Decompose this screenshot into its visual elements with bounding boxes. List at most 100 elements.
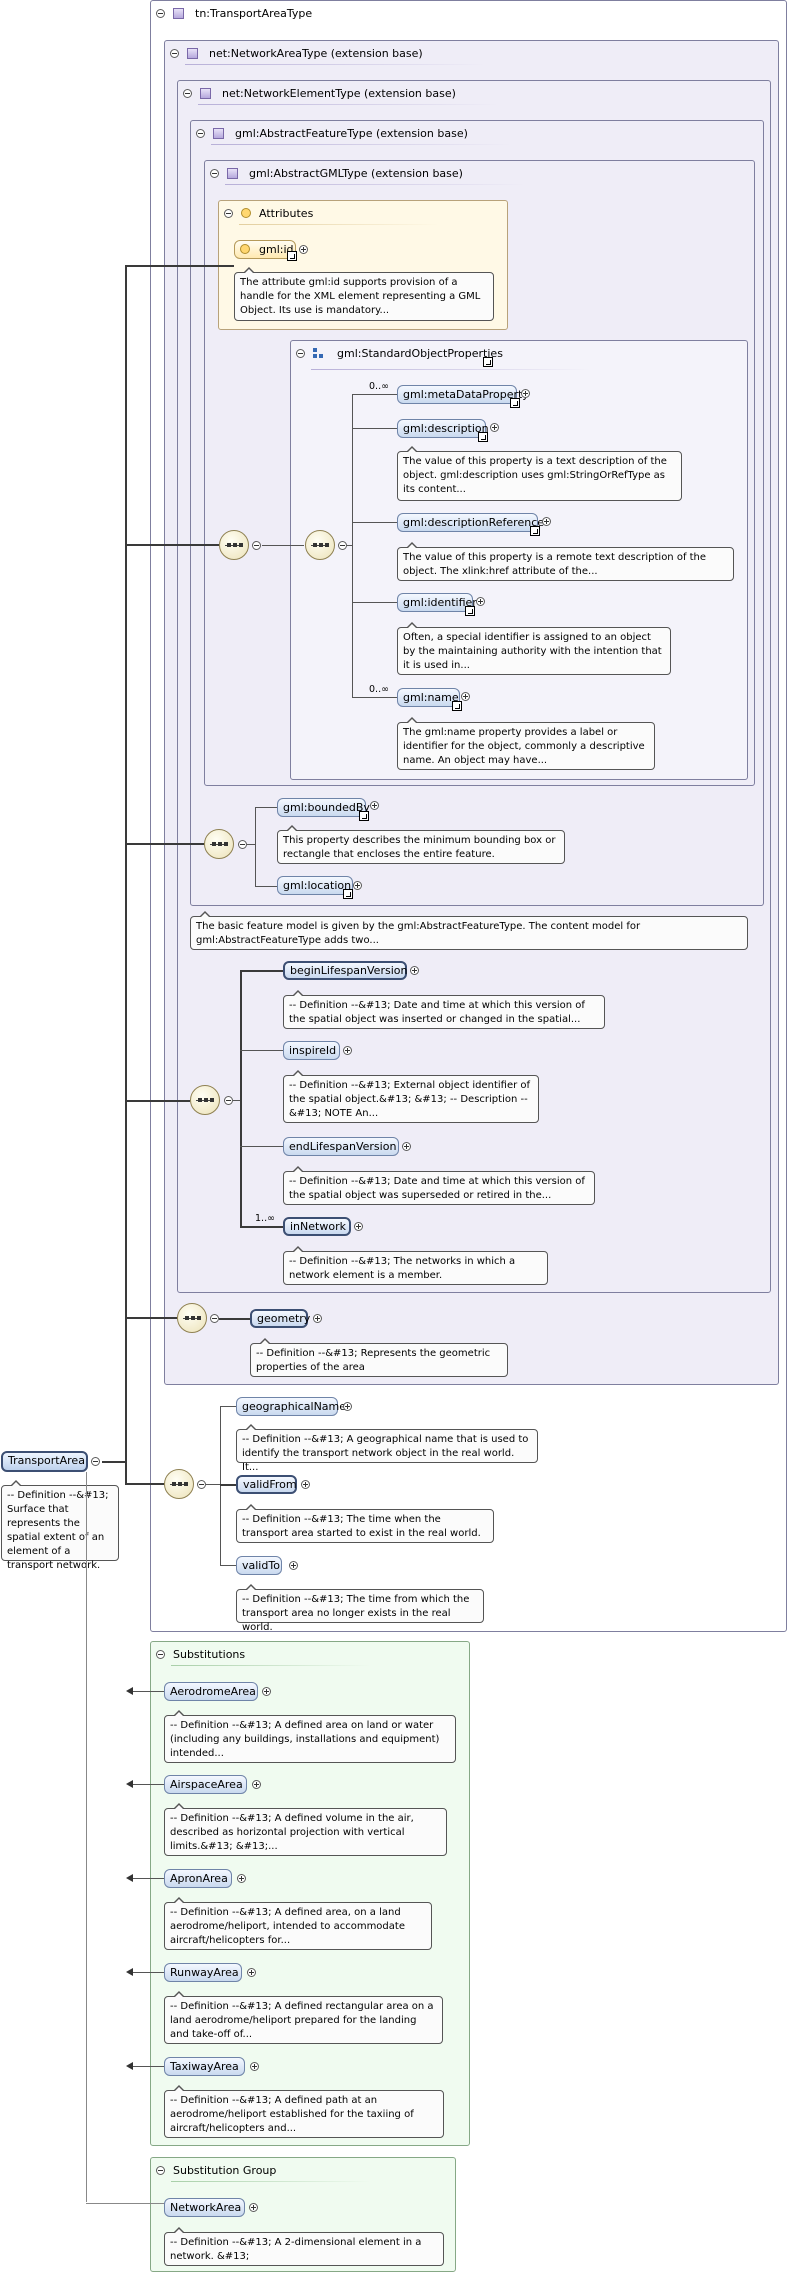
- expand-icon[interactable]: [542, 517, 551, 526]
- collapse-icon[interactable]: [170, 49, 179, 58]
- expand-icon[interactable]: [247, 1968, 256, 1977]
- complex-type-icon: [187, 48, 198, 59]
- runwayarea-element[interactable]: RunwayArea: [164, 1963, 242, 1982]
- taxiwayarea-element[interactable]: TaxiwayArea: [164, 2057, 245, 2076]
- collapse-icon[interactable]: [224, 1096, 233, 1105]
- innetwork-description: -- Definition --&#13; The networks in wh…: [283, 1246, 548, 1285]
- endlifespanversion-element[interactable]: endLifespanVersion: [283, 1137, 399, 1156]
- gml-name-element[interactable]: gml:name: [397, 688, 460, 707]
- aerodromearea-description: -- Definition --&#13; A defined area on …: [164, 1710, 456, 1763]
- expand-icon[interactable]: [313, 1314, 322, 1323]
- group-icon: [313, 348, 324, 359]
- gml-description-description: The value of this property is a text des…: [397, 446, 682, 501]
- abstract-feature-description: The basic feature model is given by the …: [190, 911, 748, 950]
- expand-icon[interactable]: [250, 2062, 259, 2071]
- geographicalname-description: -- Definition --&#13; A geographical nam…: [236, 1424, 538, 1473]
- substitutions-title: Substitutions: [173, 1648, 246, 1661]
- networkarea-element[interactable]: NetworkArea: [164, 2198, 245, 2217]
- innetwork-element[interactable]: inNetwork: [283, 1217, 351, 1236]
- expand-icon[interactable]: [252, 1780, 261, 1789]
- collapse-icon[interactable]: [197, 1480, 206, 1489]
- gml-boundedby-element[interactable]: gml:boundedBy: [277, 798, 370, 817]
- collapse-icon[interactable]: [252, 541, 261, 550]
- gml-description-element[interactable]: gml:description: [397, 419, 489, 438]
- link-arrow-icon[interactable]: [452, 701, 462, 711]
- gml-id-description: The attribute gml:id supports provision …: [234, 267, 494, 321]
- link-arrow-icon[interactable]: [483, 357, 493, 367]
- arrow-icon: [126, 1874, 133, 1882]
- inspireid-element[interactable]: inspireId: [283, 1041, 340, 1060]
- expand-icon[interactable]: [370, 801, 379, 810]
- gml-descriptionreference-element[interactable]: gml:descriptionReference: [397, 513, 544, 532]
- collapse-icon[interactable]: [156, 1650, 165, 1659]
- collapse-icon[interactable]: [183, 89, 192, 98]
- expand-icon[interactable]: [262, 1687, 271, 1696]
- collapse-icon[interactable]: [156, 2166, 165, 2175]
- gml-identifier-description: Often, a special identifier is assigned …: [397, 622, 671, 675]
- collapse-icon[interactable]: [156, 9, 165, 18]
- substitution-group-title: Substitution Group: [173, 2164, 277, 2177]
- complex-type-icon: [200, 88, 211, 99]
- expand-icon[interactable]: [410, 966, 419, 975]
- validfrom-element[interactable]: validFrom: [236, 1475, 297, 1494]
- gml-id-attribute[interactable]: gml:id: [234, 240, 296, 259]
- link-arrow-icon[interactable]: [478, 432, 488, 442]
- airspacearea-description: -- Definition --&#13; A defined volume i…: [164, 1803, 447, 1856]
- expand-icon[interactable]: [353, 881, 362, 890]
- link-arrow-icon[interactable]: [465, 606, 475, 616]
- validto-description: -- Definition --&#13; The time from whic…: [236, 1584, 484, 1633]
- endlifespanversion-description: -- Definition --&#13; Date and time at w…: [283, 1166, 595, 1205]
- cardinality: 0..∞: [369, 684, 389, 695]
- expand-icon[interactable]: [402, 1142, 411, 1151]
- beginlifespanversion-description: -- Definition --&#13; Date and time at w…: [283, 990, 605, 1029]
- gml-identifier-element[interactable]: gml:identifier: [397, 593, 477, 612]
- expand-icon[interactable]: [461, 692, 470, 701]
- expand-icon[interactable]: [301, 1480, 310, 1489]
- geographicalname-element[interactable]: geographicalName: [236, 1397, 346, 1416]
- sequence-icon: [305, 530, 335, 560]
- collapse-icon[interactable]: [338, 541, 347, 550]
- box-title: gml:StandardObjectProperties: [337, 347, 503, 360]
- transportarea-root-description: -- Definition --&#13; Surface that repre…: [1, 1480, 119, 1571]
- collapse-icon[interactable]: [210, 169, 219, 178]
- cardinality: 1..∞: [255, 1213, 275, 1224]
- expand-icon[interactable]: [237, 1874, 246, 1883]
- geometry-element[interactable]: geometry: [250, 1309, 310, 1328]
- collapse-icon[interactable]: [210, 1314, 219, 1323]
- collapse-icon[interactable]: [91, 1457, 100, 1466]
- gml-metadataproperty-element[interactable]: gml:metaDataProperty: [397, 385, 529, 404]
- airspacearea-element[interactable]: AirspaceArea: [164, 1775, 247, 1794]
- validto-element[interactable]: validTo: [236, 1556, 282, 1575]
- expand-icon[interactable]: [249, 2203, 258, 2212]
- expand-icon[interactable]: [521, 389, 530, 398]
- expand-icon[interactable]: [343, 1046, 352, 1055]
- geometry-description: -- Definition --&#13; Represents the geo…: [250, 1338, 508, 1377]
- expand-icon[interactable]: [490, 423, 499, 432]
- expand-icon[interactable]: [354, 1222, 363, 1231]
- runwayarea-description: -- Definition --&#13; A defined rectangu…: [164, 1991, 443, 2044]
- beginlifespanversion-element[interactable]: beginLifespanVersion: [283, 961, 407, 980]
- link-arrow-icon[interactable]: [530, 526, 540, 536]
- sequence-icon: [190, 1085, 220, 1115]
- expand-icon[interactable]: [289, 1561, 298, 1570]
- aerodromearea-element[interactable]: AerodromeArea: [164, 1682, 258, 1701]
- collapse-icon[interactable]: [238, 840, 247, 849]
- link-arrow-icon[interactable]: [510, 398, 520, 408]
- transportarea-root-element[interactable]: TransportArea: [1, 1451, 88, 1472]
- arrow-icon: [126, 1687, 133, 1695]
- expand-icon[interactable]: [343, 1402, 352, 1411]
- collapse-icon[interactable]: [296, 349, 305, 358]
- arrow-icon: [126, 1780, 133, 1788]
- apronarea-description: -- Definition --&#13; A defined area, on…: [164, 1897, 432, 1950]
- collapse-icon[interactable]: [224, 209, 233, 218]
- expand-icon[interactable]: [299, 245, 308, 254]
- inspireid-description: -- Definition --&#13; External object id…: [283, 1070, 539, 1123]
- gml-location-element[interactable]: gml:location: [277, 876, 353, 895]
- link-arrow-icon[interactable]: [343, 889, 353, 899]
- expand-icon[interactable]: [476, 597, 485, 606]
- collapse-icon[interactable]: [196, 129, 205, 138]
- sequence-icon: [204, 829, 234, 859]
- link-arrow-icon[interactable]: [287, 251, 297, 261]
- link-arrow-icon[interactable]: [359, 811, 369, 821]
- apronarea-element[interactable]: ApronArea: [164, 1869, 232, 1888]
